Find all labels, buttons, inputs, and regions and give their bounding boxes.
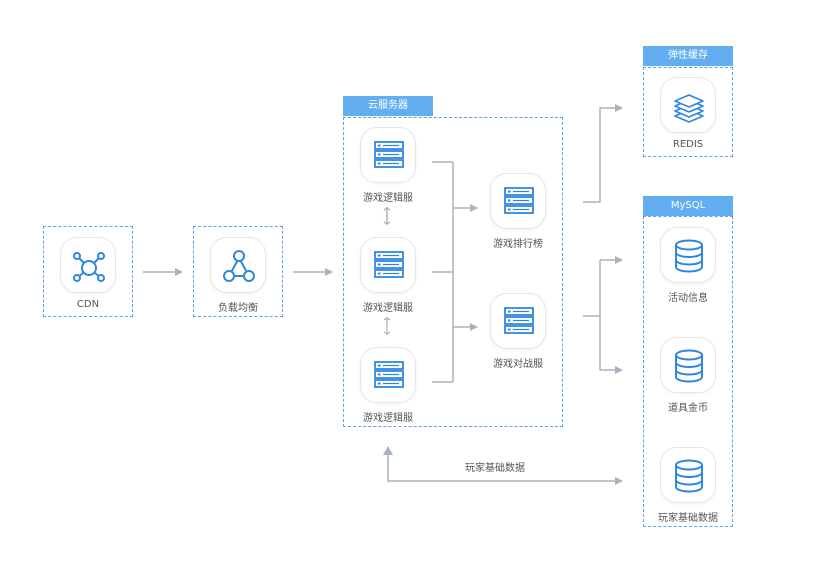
arrow-head-up — [383, 446, 393, 455]
player-data-edge-label: 玩家基础数据 — [465, 463, 525, 474]
elastic-cache-group — [643, 67, 733, 157]
server-rack-icon — [504, 307, 534, 334]
load-balancer-label: 负载均衡 — [218, 303, 258, 314]
items-gold-node[interactable] — [660, 337, 716, 393]
redis-label: REDIS — [672, 139, 704, 150]
load-balancer-icon — [223, 250, 255, 282]
logic-server-node-3[interactable] — [360, 347, 416, 403]
logic-server-label-2: 游戏逻辑服 — [363, 303, 413, 314]
database-icon — [675, 239, 703, 273]
server-rack-icon — [374, 361, 404, 388]
sync-connector-2 — [383, 316, 388, 336]
cloud-server-group — [343, 117, 563, 427]
arrow-to-redis — [583, 104, 623, 203]
server-rack-icon — [374, 251, 404, 278]
ranking-node[interactable] — [490, 173, 546, 229]
ranking-label: 游戏排行榜 — [493, 239, 543, 250]
load-balancer-node[interactable] — [210, 237, 266, 293]
mysql-group — [643, 216, 733, 527]
redis-node[interactable] — [660, 77, 716, 133]
activity-info-label: 活动信息 — [668, 293, 708, 304]
network-hub-icon — [73, 252, 105, 282]
activity-info-node[interactable] — [660, 227, 716, 283]
logic-server-node-2[interactable] — [360, 237, 416, 293]
mysql-header: MySQL — [643, 196, 733, 216]
database-icon — [675, 459, 703, 493]
items-gold-label: 道具金币 — [668, 403, 708, 414]
player-data-label: 玩家基础数据 — [658, 513, 718, 524]
logic-server-label-1: 游戏逻辑服 — [363, 193, 413, 204]
server-rack-icon — [504, 187, 534, 214]
logic-server-label-3: 游戏逻辑服 — [363, 413, 413, 424]
cdn-group — [43, 226, 133, 317]
server-rack-icon — [374, 141, 404, 168]
cloud-server-header: 云服务器 — [343, 96, 433, 116]
player-data-node[interactable] — [660, 447, 716, 503]
arrow-to-player-data — [387, 448, 623, 485]
layers-stack-icon — [674, 94, 704, 123]
cdn-label: CDN — [76, 299, 100, 310]
battle-label: 游戏对战服 — [493, 359, 543, 370]
battle-node[interactable] — [490, 293, 546, 349]
cdn-node[interactable] — [60, 237, 116, 293]
elastic-cache-header: 弹性缓存 — [643, 46, 733, 66]
load-balancer-group — [193, 226, 283, 317]
database-icon — [675, 349, 703, 383]
logic-server-node-1[interactable] — [360, 127, 416, 183]
